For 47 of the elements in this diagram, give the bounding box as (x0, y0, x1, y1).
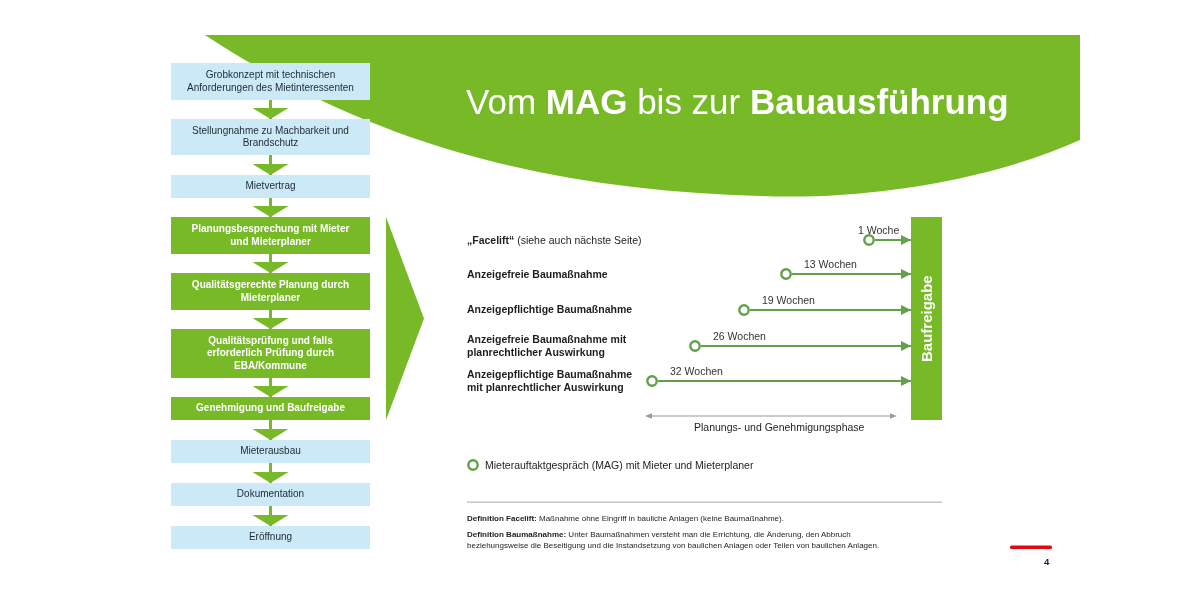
process-box: Mieterausbau (171, 440, 370, 463)
expand-chevron (386, 217, 424, 420)
timeline-arrow (701, 341, 911, 351)
edge-label: 26 Wochen (713, 330, 766, 342)
row-label: Anzeigepflichtige Baumaßnahme (467, 303, 633, 316)
process-box: Stellungnahme zu Machbarkeit und Brandschutz (171, 119, 370, 155)
release-bar: Baufreigabe (911, 217, 942, 420)
edge-label: 1 Woche (858, 224, 900, 236)
definition-text: Definition Baumaßnahme: Unter Baumaßnahmen versteht man die Errichtung, die Änderung, den Abbruch beziehungsweise die Beseitigung und die Instandsetzung von baulichen Anlagen oder Teilen von baulichen Anlagen. (467, 529, 881, 551)
process-box: Dokumentation (171, 483, 370, 506)
row-label: „Facelift“ (siehe auch nächste Seite) (467, 234, 642, 247)
edge-label: 32 Wochen (670, 365, 723, 377)
page-number: 4 (1044, 556, 1050, 568)
timeline-arrow (792, 269, 911, 279)
process-box: Grobkonzept mit technischen Anforderungen des Mietinteressenten (171, 63, 370, 100)
down-arrow (252, 506, 289, 526)
milestone-circle (738, 304, 750, 316)
down-arrow (252, 100, 289, 119)
milestone-circle (646, 375, 658, 387)
timeline-arrow (658, 376, 911, 386)
milestone-circle (689, 340, 701, 352)
slide-title: Vom MAG bis zur Bauausführung (466, 81, 1009, 123)
definition-text: Definition Facelift: Maßnahme ohne Eingriff in bauliche Anlagen (keine Baumaßnahme). (467, 513, 784, 524)
process-box: Qualitätsgerechte Planung durch Mieterplaner (171, 273, 370, 310)
down-arrow (252, 378, 289, 397)
process-box: Eröffnung (171, 526, 370, 549)
legend-text: Mieterauftaktgespräch (MAG) mit Mieter und Mieterplaner (485, 458, 754, 472)
down-arrow (252, 254, 289, 273)
milestone-circle (780, 268, 792, 280)
row-label: Anzeigepflichtige Baumaßnahme mit planrechtlicher Auswirkung (467, 368, 634, 394)
row-label: Anzeigefreie Baumaßnahme mit planrechtlicher Auswirkung (467, 333, 628, 359)
timeline-arrow (875, 235, 911, 245)
dimension-label: Planungs- und Genehmigungsphase (694, 421, 865, 434)
row-label: Anzeigefreie Baumaßnahme (467, 268, 608, 281)
down-arrow (252, 463, 289, 483)
process-box: Qualitätsprüfung und falls erforderlich Prüfung durch EBA/Kommune (171, 329, 370, 378)
down-arrow (252, 198, 289, 217)
down-arrow (252, 420, 289, 440)
process-box: Genehmigung und Baufreigabe (171, 397, 370, 420)
process-box: Planungsbesprechung mit Mieter und Mieterplaner (171, 217, 370, 254)
process-box: Mietvertrag (171, 175, 370, 198)
edge-label: 13 Wochen (804, 258, 857, 270)
milestone-circle (863, 234, 875, 246)
down-arrow (252, 310, 289, 329)
timeline-arrow (750, 305, 911, 315)
down-arrow (252, 155, 289, 175)
edge-label: 19 Wochen (762, 294, 815, 306)
